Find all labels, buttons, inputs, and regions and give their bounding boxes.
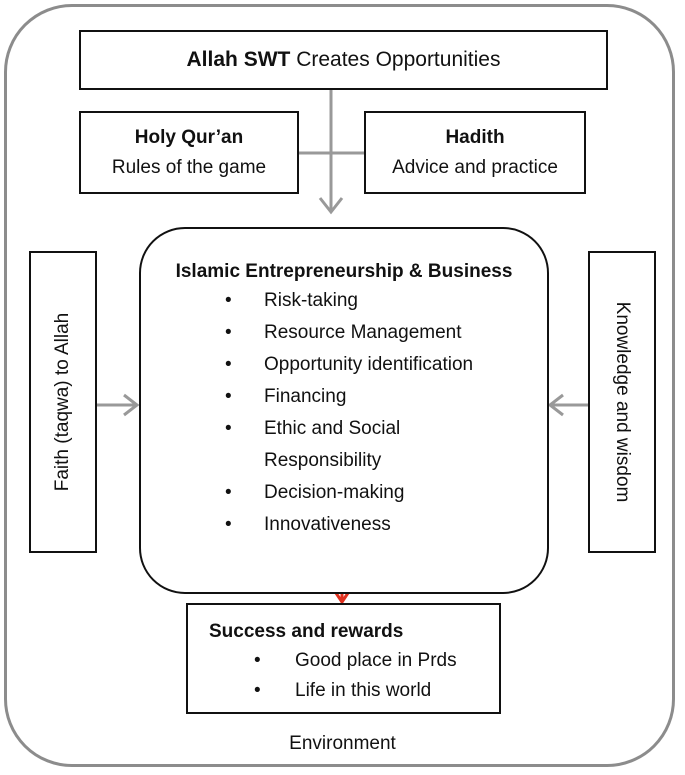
bullet-icon: • — [225, 514, 232, 535]
bullet-icon: • — [225, 418, 232, 439]
holy-quran-box: Holy Qur’an Rules of the game — [79, 111, 299, 194]
hadith-title: Hadith — [445, 126, 505, 148]
left-arrowhead — [123, 393, 140, 417]
hadith-subtitle: Advice and practice — [392, 156, 558, 178]
success-title: Success and rewards — [209, 621, 404, 642]
success-rewards-box: Success and rewards •Good place in Prds … — [186, 603, 501, 714]
list-item: •Risk-taking — [141, 285, 473, 317]
list-item: •Life in this world — [188, 676, 457, 706]
top-box-bold: Allah SWT — [186, 48, 291, 71]
top-down-arrowhead — [318, 197, 344, 215]
bullet-icon: • — [225, 482, 232, 503]
bullet-icon: • — [225, 290, 232, 311]
right-arrowhead — [547, 393, 564, 417]
list-item: •Innovativeness — [141, 509, 473, 541]
success-arrowhead — [332, 589, 352, 605]
allah-creates-opportunities-box: Allah SWT Creates Opportunities — [79, 30, 608, 90]
list-item: •Resource Management — [141, 317, 473, 349]
main-title: Islamic Entrepreneurship & Business — [175, 261, 513, 282]
quran-subtitle: Rules of the game — [111, 156, 267, 178]
environment-frame — [4, 4, 675, 767]
quran-title: Holy Qur’an — [134, 126, 244, 148]
list-item: •Decision-making — [141, 477, 473, 509]
success-list: •Good place in Prds •Life in this world — [188, 646, 457, 706]
environment-label: Environment — [289, 733, 396, 754]
bullet-icon: • — [254, 650, 261, 671]
bullet-icon: • — [225, 322, 232, 343]
knowledge-box: Knowledge and wisdom — [588, 251, 656, 553]
list-item: •Financing — [141, 381, 473, 413]
hadith-box: Hadith Advice and practice — [364, 111, 586, 194]
top-box-text: Allah SWT Creates Opportunities — [187, 48, 501, 72]
main-list: •Risk-taking •Resource Management •Oppor… — [141, 285, 473, 541]
faith-box: Faith (taqwa) to Allah — [29, 251, 97, 553]
knowledge-label: Knowledge and wisdom — [612, 301, 633, 503]
list-item: •Good place in Prds — [188, 646, 457, 676]
list-item-continuation: Responsibility — [264, 450, 382, 471]
bullet-icon: • — [225, 354, 232, 375]
list-item: •Ethic and Social — [141, 413, 473, 445]
bullet-icon: • — [225, 386, 232, 407]
list-item: •Opportunity identification — [141, 349, 473, 381]
bullet-icon: • — [254, 680, 261, 701]
islamic-entrepreneurship-box: Islamic Entrepreneurship & Business •Ris… — [139, 227, 549, 594]
faith-label: Faith (taqwa) to Allah — [52, 312, 73, 492]
top-box-rest: Creates Opportunities — [296, 48, 501, 71]
